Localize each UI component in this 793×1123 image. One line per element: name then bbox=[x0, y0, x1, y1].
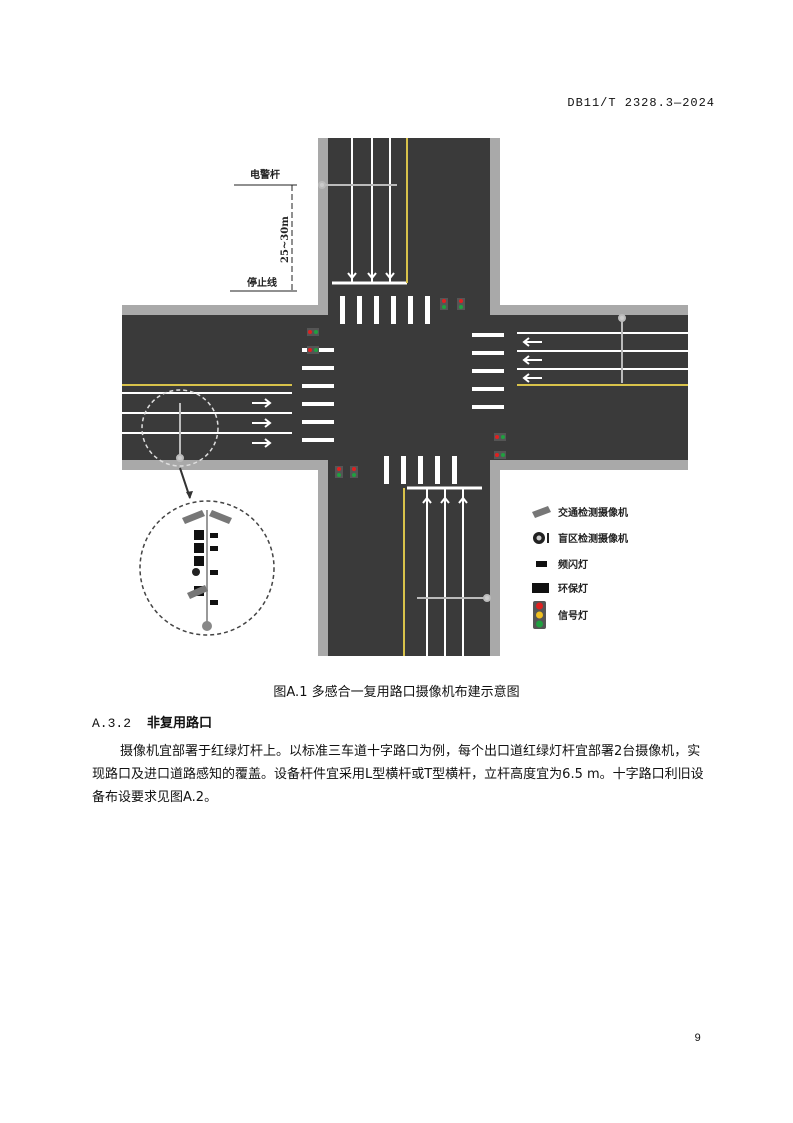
legend-item: 频闪灯 bbox=[536, 558, 588, 571]
page-number: 9 bbox=[694, 1033, 701, 1045]
legend: 交通检测摄像机 盲区检测摄像机 频闪灯 环保灯 信号灯 bbox=[532, 506, 628, 629]
document-id: DB11/T 2328.3—2024 bbox=[567, 96, 715, 110]
legend-item: 交通检测摄像机 bbox=[532, 506, 628, 519]
stop-line-label: 停止线 bbox=[247, 276, 277, 289]
pole-label: 电警杆 bbox=[250, 168, 280, 181]
signal-light-icon bbox=[533, 601, 546, 629]
eco-light-icon bbox=[532, 583, 549, 593]
camera-poles bbox=[176, 181, 626, 602]
legend-item: 信号灯 bbox=[533, 601, 588, 629]
distance-annotation: 电警杆 停止线 25~30m bbox=[230, 168, 297, 292]
distance-label: 25~30m bbox=[280, 216, 291, 263]
strobe-light-icon bbox=[536, 561, 547, 567]
center-lines bbox=[122, 138, 688, 656]
traffic-camera-icon bbox=[532, 506, 551, 518]
svg-text:交通检测摄像机: 交通检测摄像机 bbox=[558, 506, 628, 519]
body-paragraph: 摄像机宜部署于红绿灯杆上。以标准三车道十字路口为例，每个出口道红绿灯杆宜部署2台… bbox=[92, 744, 704, 805]
lane-markings bbox=[122, 138, 688, 656]
legend-item: 环保灯 bbox=[532, 582, 588, 595]
section-title: 非复用路口 bbox=[147, 716, 213, 731]
intersection-diagram: 电警杆 停止线 25~30m 交通检测摄像机 盲区检测摄像机 频闪灯 环保 bbox=[122, 138, 688, 656]
section-heading: A.3.2 非复用路口 bbox=[92, 712, 212, 731]
section-number: A.3.2 bbox=[92, 716, 132, 731]
legend-item: 盲区检测摄像机 bbox=[533, 532, 628, 545]
figure-caption: 图A.1 多感合一复用路口摄像机布建示意图 bbox=[273, 685, 520, 700]
svg-text:信号灯: 信号灯 bbox=[558, 609, 588, 622]
signal-heads bbox=[307, 298, 506, 478]
svg-text:环保灯: 环保灯 bbox=[558, 582, 588, 595]
svg-text:盲区检测摄像机: 盲区检测摄像机 bbox=[558, 532, 628, 545]
lane-arrows bbox=[252, 263, 542, 513]
pole-detail-inset bbox=[139, 389, 275, 636]
svg-text:频闪灯: 频闪灯 bbox=[558, 558, 588, 571]
